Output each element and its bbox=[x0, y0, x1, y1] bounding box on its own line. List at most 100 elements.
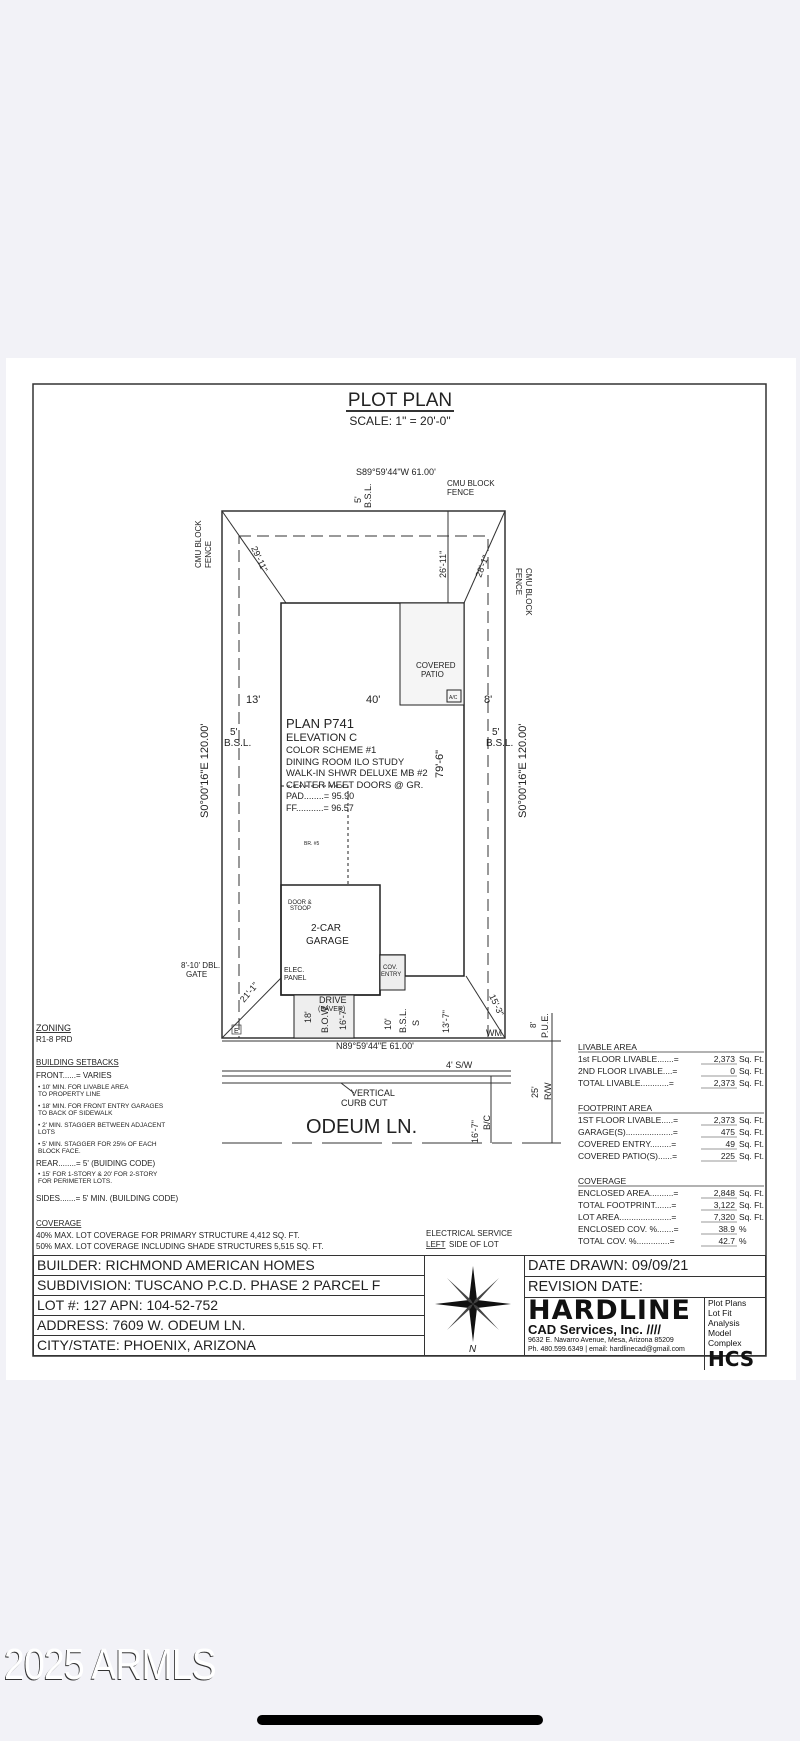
area-cell: 2,373 bbox=[714, 1115, 736, 1125]
plot-plan-drawing: PLOT PLAN SCALE: 1" = 20'-0" S89°59'44"W… bbox=[32, 383, 767, 1357]
svg-text:S: S bbox=[411, 1020, 421, 1026]
svg-text:PANEL: PANEL bbox=[284, 975, 307, 982]
area-cell: 3,122 bbox=[714, 1200, 736, 1210]
area-cell: LOT AREA......................= bbox=[578, 1212, 676, 1222]
svg-text:5': 5' bbox=[353, 496, 363, 503]
svg-text:LOTS: LOTS bbox=[38, 1129, 56, 1136]
area-cell: LIVABLE AREA bbox=[578, 1042, 637, 1052]
svg-text:BLOCK FACE.: BLOCK FACE. bbox=[38, 1148, 81, 1155]
svg-text:S0°00'16"E 120.00': S0°00'16"E 120.00' bbox=[517, 724, 529, 818]
svg-text:50% MAX. LOT COVERAGE INCLUDIN: 50% MAX. LOT COVERAGE INCLUDING SHADE ST… bbox=[36, 1242, 323, 1251]
area-cell: 42.7 bbox=[718, 1236, 735, 1246]
area-cell: 225 bbox=[721, 1151, 735, 1161]
area-cell: Sq. Ft. bbox=[739, 1066, 764, 1076]
date-drawn: DATE DRAWN: 09/09/21 bbox=[525, 1256, 765, 1277]
svg-text:B.O.W.: B.O.W. bbox=[320, 1004, 330, 1033]
svg-text:B/C: B/C bbox=[482, 1114, 492, 1130]
svg-text:18': 18' bbox=[303, 1011, 313, 1023]
area-cell: Sq. Ft. bbox=[739, 1212, 764, 1222]
svg-text:CMU BLOCK: CMU BLOCK bbox=[194, 520, 203, 568]
area-cell: 2ND FLOOR LIVABLE....= bbox=[578, 1066, 677, 1076]
svg-text:ELEC.: ELEC. bbox=[284, 967, 304, 974]
svg-text:COLOR SCHEME #1: COLOR SCHEME #1 bbox=[286, 745, 376, 756]
svg-text:N89°59'44"E 61.00': N89°59'44"E 61.00' bbox=[336, 1041, 414, 1051]
svg-text:• 2' MIN. STAGGER BETWEEN ADJA: • 2' MIN. STAGGER BETWEEN ADJACENT bbox=[38, 1122, 165, 1129]
plot-plan-document: PLOT PLAN SCALE: 1" = 20'-0" S89°59'44"W… bbox=[6, 358, 796, 1380]
svg-text:CENTER MEET DOORS @ GR.: CENTER MEET DOORS @ GR. bbox=[286, 780, 423, 791]
svg-text:PLAN P741: PLAN P741 bbox=[286, 716, 354, 731]
svg-text:WALK-IN SHWR DELUXE MB #2: WALK-IN SHWR DELUXE MB #2 bbox=[286, 768, 428, 779]
area-cell: 2,373 bbox=[714, 1078, 736, 1088]
svg-text:25': 25' bbox=[530, 1086, 540, 1098]
area-cell: % bbox=[739, 1224, 747, 1234]
address: ADDRESS: 7609 W. ODEUM LN. bbox=[34, 1316, 424, 1336]
svg-text:LEFT: LEFT bbox=[426, 1240, 446, 1249]
svg-text:29'-11": 29'-11" bbox=[249, 545, 270, 574]
area-cell: Sq. Ft. bbox=[739, 1200, 764, 1210]
svg-text:P.U.E.: P.U.E. bbox=[540, 1013, 550, 1038]
area-cell: Sq. Ft. bbox=[739, 1115, 764, 1125]
watermark: 2025 ARMLS bbox=[4, 1640, 217, 1689]
area-cell: 0 bbox=[730, 1066, 735, 1076]
area-cell: 2,848 bbox=[714, 1188, 736, 1198]
svg-text:FENCE: FENCE bbox=[204, 541, 213, 568]
scale: SCALE: 1" = 20'-0" bbox=[349, 414, 450, 428]
svg-text:B.S.L.: B.S.L. bbox=[398, 1008, 408, 1033]
zoning-notes: ZONING R1-8 PRD BUILDING SETBACKS FRONT.… bbox=[36, 1023, 512, 1251]
street-lines bbox=[222, 1013, 561, 1144]
svg-text:TO BACK OF SIDEWALK: TO BACK OF SIDEWALK bbox=[38, 1110, 113, 1117]
subdivision: SUBDIVISION: TUSCANO P.C.D. PHASE 2 PARC… bbox=[34, 1276, 424, 1296]
svg-text:COVERAGE: COVERAGE bbox=[36, 1219, 81, 1228]
svg-text:10': 10' bbox=[383, 1018, 393, 1030]
svg-text:S89°59'44"W 61.00': S89°59'44"W 61.00' bbox=[356, 467, 436, 477]
area-cell: Sq. Ft. bbox=[739, 1188, 764, 1198]
svg-text:8': 8' bbox=[484, 694, 492, 706]
area-cell: TOTAL LIVABLE............= bbox=[578, 1078, 674, 1088]
svg-text:FENCE: FENCE bbox=[514, 568, 523, 595]
lot-apn: LOT #: 127 APN: 104-52-752 bbox=[34, 1296, 424, 1316]
svg-text:SIDES.......= 5' MIN. (BUILDIN: SIDES.......= 5' MIN. (BUILDING CODE) bbox=[36, 1194, 179, 1203]
svg-text:CURB CUT: CURB CUT bbox=[341, 1098, 388, 1108]
svg-text:B.S.L.: B.S.L. bbox=[486, 738, 513, 749]
svg-text:B.S.L.: B.S.L. bbox=[224, 738, 251, 749]
svg-text:ENTRY: ENTRY bbox=[381, 972, 401, 978]
svg-text:CMU BLOCK: CMU BLOCK bbox=[447, 479, 495, 488]
svg-text:16'-7": 16'-7" bbox=[470, 1120, 480, 1143]
area-cell: TOTAL COV. %..............= bbox=[578, 1236, 675, 1246]
svg-text:A/C: A/C bbox=[449, 695, 458, 701]
svg-text:13'-7": 13'-7" bbox=[441, 1010, 451, 1033]
svg-text:• 15' FOR 1-STORY & 20' FOR 2-: • 15' FOR 1-STORY & 20' FOR 2-STORY bbox=[38, 1171, 158, 1178]
svg-text:16'-7": 16'-7" bbox=[338, 1007, 348, 1030]
area-cell: ENCLOSED AREA..........= bbox=[578, 1188, 678, 1198]
svg-text:21'-1": 21'-1" bbox=[238, 980, 260, 1004]
area-cell: COVERED ENTRY.........= bbox=[578, 1139, 676, 1149]
svg-text:PATIO: PATIO bbox=[421, 670, 444, 679]
svg-text:2-CAR: 2-CAR bbox=[311, 923, 341, 934]
area-cell: 475 bbox=[721, 1127, 735, 1137]
svg-text:BR. #5: BR. #5 bbox=[304, 841, 320, 847]
svg-text:WM: WM bbox=[486, 1028, 502, 1038]
svg-text:• 18' MIN. FOR FRONT ENTRY GAR: • 18' MIN. FOR FRONT ENTRY GARAGES bbox=[38, 1103, 164, 1110]
area-cell: % bbox=[739, 1236, 747, 1246]
svg-text:S0°00'16"E 120.00': S0°00'16"E 120.00' bbox=[199, 724, 211, 818]
svg-text:E: E bbox=[234, 1028, 239, 1035]
svg-text:13': 13' bbox=[246, 694, 260, 706]
svg-text:VERTICAL: VERTICAL bbox=[351, 1088, 395, 1098]
title: PLOT PLAN bbox=[348, 390, 452, 411]
svg-text:REAR........= 5' (BUIDING CODE: REAR........= 5' (BUIDING CODE) bbox=[36, 1159, 155, 1168]
svg-text:• 5' MIN. STAGGER FOR 25% OF E: • 5' MIN. STAGGER FOR 25% OF EACH bbox=[38, 1141, 157, 1148]
svg-text:BUILDING SETBACKS: BUILDING SETBACKS bbox=[36, 1058, 119, 1067]
area-cell: COVERAGE bbox=[578, 1176, 627, 1186]
builder: BUILDER: RICHMOND AMERICAN HOMES bbox=[34, 1256, 424, 1276]
svg-text:DOOR &: DOOR & bbox=[288, 900, 312, 906]
sheet-border bbox=[32, 383, 767, 1357]
area-cell: Sq. Ft. bbox=[739, 1151, 764, 1161]
area-cell: 2,373 bbox=[714, 1054, 736, 1064]
svg-text:• 10' MIN. FOR LIVABLE AREA: • 10' MIN. FOR LIVABLE AREA bbox=[38, 1084, 129, 1091]
area-cell: ENCLOSED COV. %.......= bbox=[578, 1224, 679, 1234]
svg-text:GATE: GATE bbox=[186, 970, 207, 979]
svg-text:PAD........= 95.90: PAD........= 95.90 bbox=[286, 791, 354, 801]
home-indicator[interactable] bbox=[257, 1715, 543, 1725]
revision-date: REVISION DATE: bbox=[525, 1277, 765, 1298]
